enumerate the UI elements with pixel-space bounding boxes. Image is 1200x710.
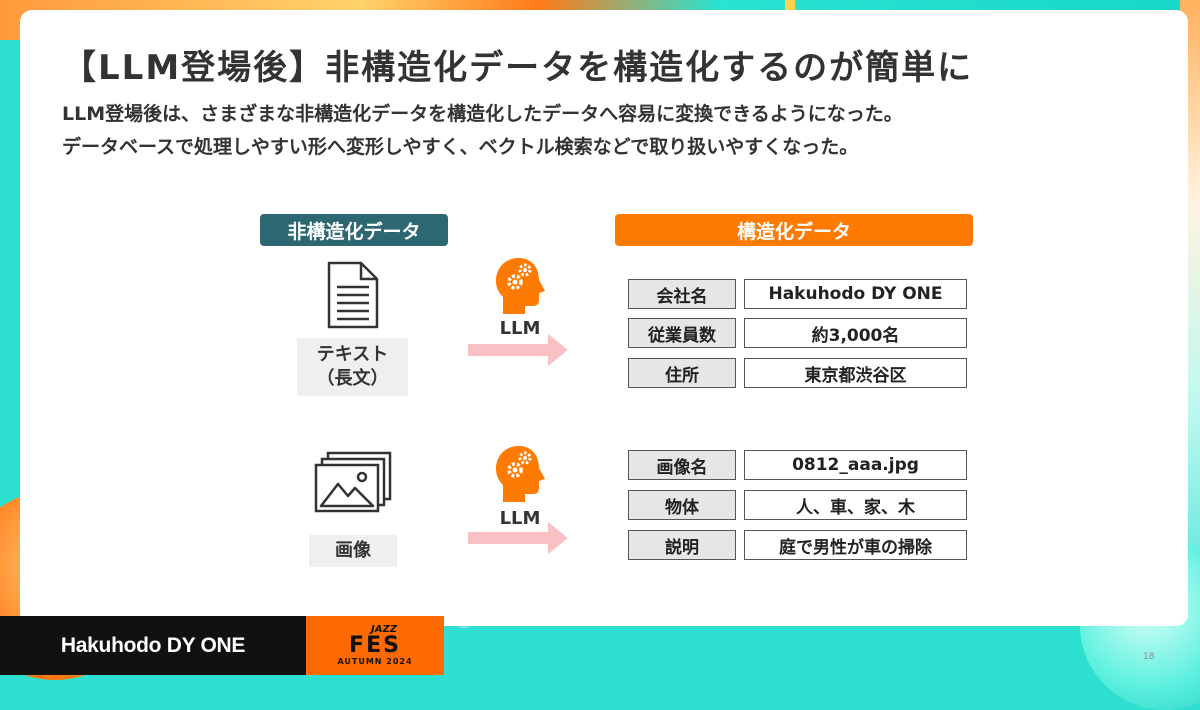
page-number: 18	[1143, 652, 1155, 662]
source-label-text-line1: テキスト	[316, 344, 389, 365]
table-key-image-name: 画像名	[628, 450, 736, 480]
slide-subtitle: LLM登場後は、さまざまな非構造化データを構造化したデータへ容易に変換できるよう…	[62, 98, 903, 164]
table-value-address: 東京都渋谷区	[744, 358, 967, 388]
structured-data-header: 構造化データ	[615, 214, 973, 246]
slide-card	[20, 10, 1188, 626]
decorative-square	[785, 0, 795, 10]
table-key-description: 説明	[628, 530, 736, 560]
table-value-employees: 約3,000名	[744, 318, 967, 348]
document-icon	[327, 261, 379, 329]
source-label-text-line2: （長文）	[316, 368, 389, 389]
unstructured-data-header: 非構造化データ	[260, 214, 448, 246]
slide-title: 【LLM登場後】非構造化データを構造化するのが簡単に	[62, 48, 974, 88]
llm-label: LLM	[499, 318, 541, 339]
subtitle-line-2: データベースで処理しやすい形へ変形しやすく、ベクトル検索などで取り扱いやすくなっ…	[62, 136, 859, 158]
table-value-description: 庭で男性が車の掃除	[744, 530, 967, 560]
event-logo-fes: FES	[349, 633, 401, 658]
brain-gears-icon	[496, 446, 545, 502]
arrow-right-icon	[468, 522, 568, 554]
table-value-company-name: Hakuhodo DY ONE	[744, 279, 967, 309]
arrow-right-icon	[468, 334, 568, 366]
llm-label: LLM	[499, 508, 541, 529]
table-value-objects: 人、車、家、木	[744, 490, 967, 520]
source-label-text: テキスト （長文）	[297, 338, 408, 396]
image-icon	[314, 451, 392, 513]
footer-event-logo: JAZZ FES AUTUMN 2024	[306, 616, 444, 675]
event-logo-jazz: JAZZ	[371, 624, 397, 635]
source-label-image: 画像	[309, 535, 397, 567]
table-key-company-name: 会社名	[628, 279, 736, 309]
subtitle-line-1: LLM登場後は、さまざまな非構造化データを構造化したデータへ容易に変換できるよう…	[62, 103, 903, 125]
footer-brand-logo: Hakuhodo DY ONE	[0, 616, 306, 675]
table-value-image-name: 0812_aaa.jpg	[744, 450, 967, 480]
table-key-employees: 従業員数	[628, 318, 736, 348]
brain-gears-icon	[496, 258, 545, 314]
table-key-address: 住所	[628, 358, 736, 388]
table-key-objects: 物体	[628, 490, 736, 520]
event-logo-subtitle: AUTUMN 2024	[337, 657, 413, 666]
